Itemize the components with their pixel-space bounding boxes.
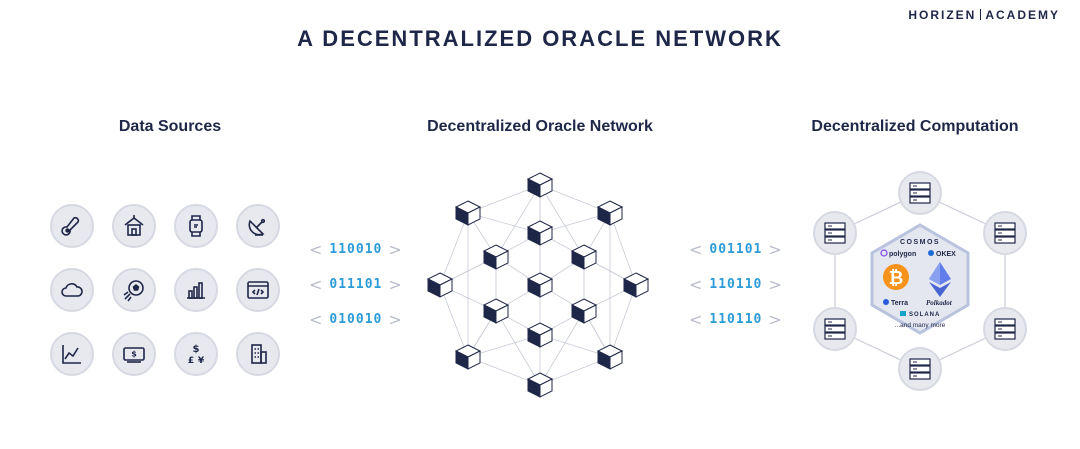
computation-diagram: COSMOS polygon OKEX ₿ Terra Polkadot SOL… — [800, 165, 1040, 405]
brand-logo: HORIZEN ACADEMY — [908, 8, 1060, 22]
brand-name-left: HORIZEN — [908, 8, 976, 22]
network-node-cube — [528, 173, 552, 197]
right-code-3: <110110> — [683, 310, 789, 329]
bar-chart-icon — [174, 268, 218, 312]
network-node-cube — [598, 345, 622, 369]
right-code-1: <001101> — [683, 240, 789, 259]
terra-icon — [883, 299, 889, 305]
network-link — [496, 185, 540, 257]
building-icon — [236, 332, 280, 376]
polygon-label: polygon — [889, 251, 916, 258]
network-link — [610, 213, 636, 285]
network-node-cube — [484, 245, 508, 269]
network-link — [540, 311, 584, 385]
network-node-cube — [456, 201, 480, 225]
solana-label: SOLANA — [909, 312, 940, 318]
currency-icon: $£ ¥ — [174, 332, 218, 376]
soccer-ball-icon — [112, 268, 156, 312]
network-node-cube — [528, 221, 552, 245]
terra-label: Terra — [891, 300, 908, 307]
network-node-cube — [428, 273, 452, 297]
network-node-cube — [624, 273, 648, 297]
section-title-oracle-network: Decentralized Oracle Network — [390, 118, 690, 136]
network-node-cube — [598, 201, 622, 225]
satellite-dish-icon — [236, 204, 280, 248]
okex-icon — [928, 250, 934, 256]
house-icon — [112, 204, 156, 248]
network-link — [496, 311, 540, 385]
network-node-cube — [528, 273, 552, 297]
banknote-icon: $ — [112, 332, 156, 376]
svg-text:$: $ — [131, 350, 137, 359]
svg-text:¥: ¥ — [198, 356, 205, 366]
brand-name-right: ACADEMY — [985, 8, 1060, 22]
cloud-icon — [50, 268, 94, 312]
server-icon — [814, 308, 856, 350]
left-code-3: <010010> — [303, 310, 409, 329]
solana-icon — [900, 311, 906, 316]
brand-divider — [980, 9, 981, 20]
network-node-cube — [528, 323, 552, 347]
network-node-cube — [484, 299, 508, 323]
bitcoin-symbol: ₿ — [889, 268, 904, 289]
smartwatch-icon — [174, 204, 218, 248]
cosmos-label: COSMOS — [900, 239, 940, 246]
network-node-cube — [572, 245, 596, 269]
oracle-network-graph — [410, 165, 660, 405]
server-icon — [899, 348, 941, 390]
right-code-2: <110110> — [683, 275, 789, 294]
left-code-1: <110010> — [303, 240, 409, 259]
code-window-icon — [236, 268, 280, 312]
page-title: A DECENTRALIZED ORACLE NETWORK — [0, 26, 1080, 52]
thermometer-icon — [50, 204, 94, 248]
network-link — [440, 213, 468, 285]
server-icon — [984, 212, 1026, 254]
and-many-more-label: ...and many more — [895, 322, 946, 329]
svg-text:£: £ — [188, 356, 194, 366]
section-title-computation: Decentralized Computation — [785, 118, 1045, 136]
network-node-cube — [456, 345, 480, 369]
server-icon — [984, 308, 1026, 350]
network-node-cube — [528, 373, 552, 397]
server-icon — [899, 172, 941, 214]
line-chart-icon — [50, 332, 94, 376]
data-sources-grid: $ $£¥ — [48, 202, 288, 382]
section-title-data-sources: Data Sources — [60, 118, 280, 136]
left-code-2: <011101> — [303, 275, 409, 294]
network-node-cube — [572, 299, 596, 323]
svg-text:$: $ — [193, 344, 200, 355]
okex-label: OKEX — [936, 251, 956, 258]
polkadot-label: Polkadot — [926, 299, 953, 307]
network-link — [540, 185, 584, 257]
server-icon — [814, 212, 856, 254]
